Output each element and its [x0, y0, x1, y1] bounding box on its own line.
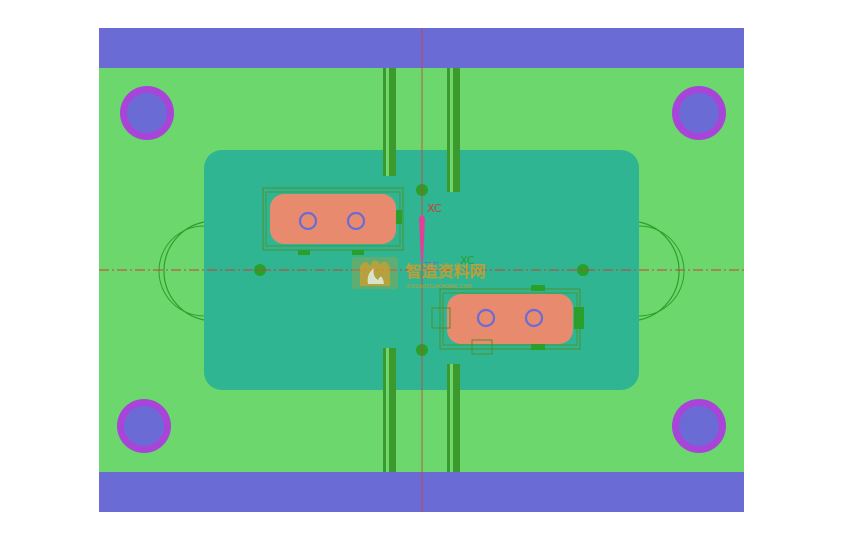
coordinate-axis-triad: XC XC ZC — [419, 202, 475, 273]
dowel-pin-left — [254, 264, 266, 276]
watermark: 智造资料网 ZHIZAOZILIAOWANG.COM — [352, 257, 486, 290]
bottom-clamp-plate — [99, 472, 744, 512]
insert-hole — [476, 308, 496, 328]
insert-lower-right-body — [447, 294, 573, 344]
axis-label-xc-top: XC — [427, 202, 442, 215]
rail-highlight — [386, 68, 389, 176]
rail-highlight — [386, 348, 389, 472]
top-clamp-plate — [99, 28, 744, 68]
insert-tab — [352, 250, 364, 255]
bushing-bottom-left-core — [124, 406, 164, 446]
insert-tab — [396, 210, 402, 224]
corner-bushings — [117, 86, 726, 453]
insert-hole — [298, 211, 318, 231]
rail-bottom-right — [447, 364, 460, 472]
rail-top-right — [447, 68, 460, 192]
insert-tab — [531, 285, 545, 291]
insert-upper-left — [262, 187, 404, 255]
bushing-bottom-right-core — [679, 406, 719, 446]
dowel-pin-right — [577, 264, 589, 276]
left-side-cutout-arc-inner — [158, 225, 205, 317]
insert-tab — [298, 250, 310, 255]
flame-logo-icon — [352, 257, 398, 289]
rail-highlight — [450, 364, 453, 472]
insert-hole — [346, 211, 366, 231]
axis-label-zc: ZC — [424, 260, 440, 273]
guide-rails — [383, 68, 460, 472]
insert-upper-left-outline — [262, 187, 404, 251]
insert-upper-left-body — [270, 194, 396, 244]
watermark-title: 智造资料网 — [406, 262, 486, 281]
watermark-subtitle: ZHIZAOZILIAOWANG.COM — [407, 284, 472, 290]
axis-label-xc-mid: XC — [460, 254, 475, 267]
insert-tab — [531, 344, 545, 350]
bushing-top-right-core — [679, 93, 719, 133]
insert-gate-box — [471, 339, 493, 355]
insert-gate-box — [431, 307, 451, 329]
bushing-top-left-core — [127, 93, 167, 133]
insert-tab — [574, 307, 584, 329]
insert-lower-right — [431, 285, 584, 355]
axis-arrow-icon — [419, 214, 425, 262]
insert-hole — [524, 308, 544, 328]
rail-highlight — [450, 68, 453, 192]
right-side-cutout-arc-inner — [638, 225, 685, 317]
rail-bottom-left — [383, 348, 396, 472]
rail-top-left — [383, 68, 396, 176]
